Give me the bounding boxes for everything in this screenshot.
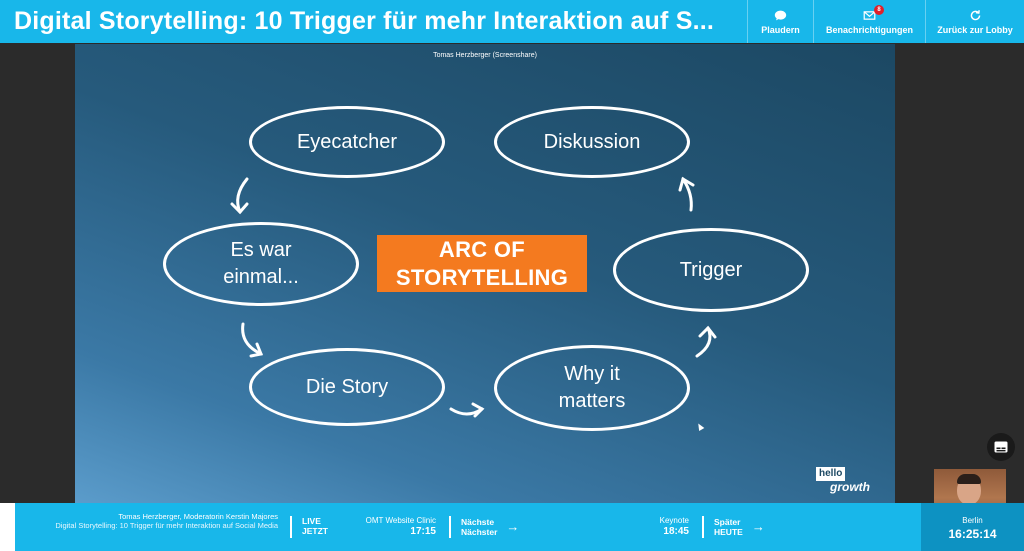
chat-bubble-icon (774, 10, 787, 20)
clock-time: 16:25:14 (948, 527, 997, 541)
notifications-button[interactable]: 8 Benachrichtigungen (813, 0, 925, 43)
notifications-count-badge: 8 (874, 5, 884, 15)
next-line2: Nächster (461, 527, 498, 537)
header-bar: Digital Storytelling: 10 Trigger für meh… (0, 0, 1024, 43)
clock-city: Berlin (962, 516, 983, 525)
arrow-es-war-to-story (241, 322, 263, 356)
current-session-info: Tomas Herzberger, Moderatorin Kerstin Ma… (40, 512, 278, 530)
next-session-info: OMT Website Clinic 17:15 (360, 515, 436, 537)
arrow-head-4 (698, 325, 717, 339)
subtitles-icon (994, 441, 1008, 453)
node-eyecatcher-label: Eyecatcher (296, 130, 398, 153)
node-eyecatcher: Eyecatcher (249, 106, 445, 178)
later-session-name: Keynote (659, 516, 689, 525)
slide-arrows (230, 176, 717, 418)
live-line2: JETZT (302, 526, 328, 536)
node-es-war-line1: Es war (230, 239, 292, 261)
hello-growth-logo: hello growth (816, 466, 870, 493)
screenshare-label: Tomas Herzberger (Screenshare) (433, 52, 537, 59)
arrow-head-2 (249, 342, 264, 358)
later-line2: HEUTE (714, 527, 743, 537)
refresh-icon (970, 9, 980, 20)
logo-hello: hello (816, 467, 846, 481)
envelope-icon (863, 10, 876, 20)
notifications-button-label: Benachrichtigungen (825, 24, 913, 35)
live-now-label: LIVE JETZT (290, 516, 328, 538)
node-die-story-label: Die Story (305, 375, 389, 398)
next-session-name: OMT Website Clinic (365, 516, 436, 525)
arrow-head-1 (230, 202, 249, 215)
arc-of-storytelling-title: ARC OF STORYTELLING (377, 235, 587, 292)
center-title-line2: STORYTELLING (395, 264, 569, 290)
later-line1: Später (714, 517, 741, 527)
current-speakers: Tomas Herzberger, Moderatorin Kerstin Ma… (118, 512, 278, 521)
local-time-box: Berlin 16:25:14 (921, 503, 1024, 551)
arrow-head-3 (471, 402, 485, 418)
node-trigger: Trigger (613, 228, 809, 312)
node-es-war-line2: einmal... (223, 266, 299, 288)
node-why-it-matters: Why it matters (494, 345, 690, 431)
presentation-stage: Tomas Herzberger (Screenshare) (0, 43, 1024, 541)
chat-button[interactable]: Plaudern (747, 0, 813, 43)
next-session-button[interactable]: Nächste Nächster → (449, 516, 519, 538)
node-why-line1: Why it (564, 363, 620, 385)
arrow-right-icon: → (751, 519, 765, 534)
later-session-info: Keynote 18:45 (640, 515, 689, 537)
node-diskussion-label: Diskussion (543, 130, 641, 153)
node-trigger-label: Trigger (679, 258, 743, 281)
later-session-button[interactable]: Später HEUTE → (702, 516, 765, 538)
current-talk-title: Digital Storytelling: 10 Trigger für meh… (55, 521, 278, 530)
arrow-right-icon: → (506, 519, 520, 534)
node-why-line2: matters (558, 390, 626, 412)
live-line1: LIVE (302, 516, 321, 526)
subtitles-button[interactable] (987, 433, 1015, 461)
node-die-story: Die Story (249, 348, 445, 426)
arrow-head-5 (678, 176, 695, 192)
node-diskussion: Diskussion (494, 106, 690, 178)
next-session-time: 17:15 (410, 526, 436, 537)
center-title-line1: ARC OF (438, 236, 526, 262)
webcam-person-hair (957, 474, 981, 484)
schedule-bar: Tomas Herzberger, Moderatorin Kerstin Ma… (0, 503, 1024, 551)
next-line1: Nächste (461, 517, 495, 527)
screenshare-slide: Tomas Herzberger (Screenshare) (75, 44, 895, 503)
page-title: Digital Storytelling: 10 Trigger für meh… (14, 7, 715, 35)
chat-button-label: Plaudern (761, 24, 800, 35)
bottom-left-strip (0, 503, 15, 551)
node-es-war-einmal: Es war einmal... (163, 222, 359, 306)
back-to-lobby-label: Zurück zur Lobby (937, 24, 1013, 35)
back-to-lobby-button[interactable]: Zurück zur Lobby (925, 0, 1024, 43)
logo-growth: growth (830, 480, 870, 494)
later-session-time: 18:45 (663, 526, 689, 537)
